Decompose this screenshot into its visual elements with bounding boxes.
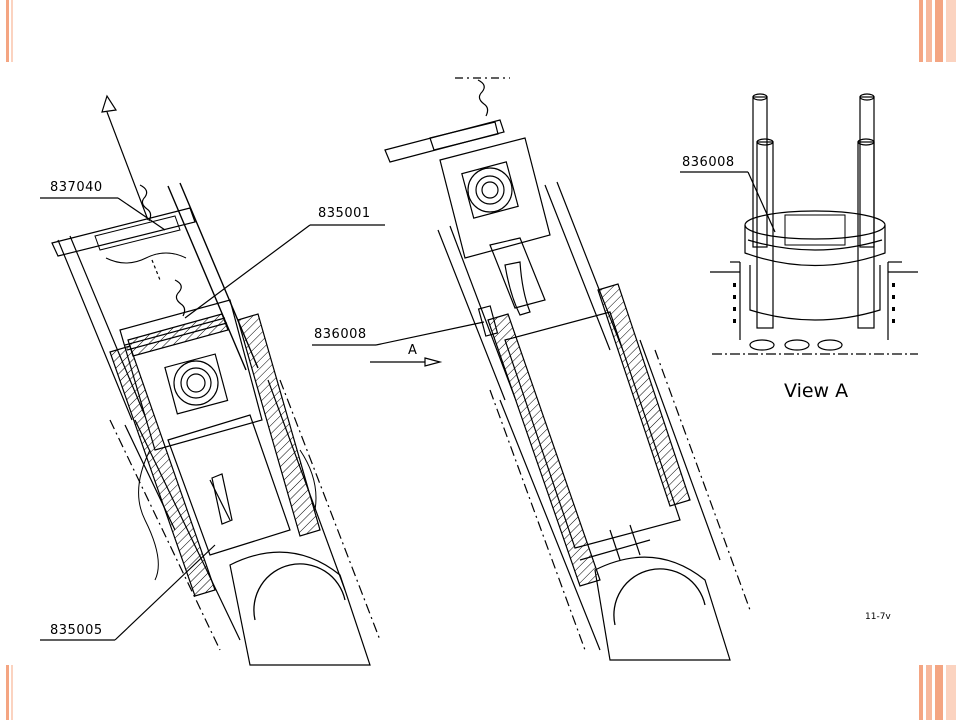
sheet-id: 11-7v xyxy=(865,612,891,622)
view-a-caption: View A xyxy=(784,380,849,402)
view-direction-label-a: A xyxy=(408,343,417,358)
part-label-835001: 835001 xyxy=(318,206,371,221)
accent-bars-bottom-right xyxy=(919,665,956,720)
part-label-836008-middle: 836008 xyxy=(314,327,367,342)
accent-bars-top-left xyxy=(6,0,13,62)
part-label-835005: 835005 xyxy=(50,623,103,638)
lift-arrow-line xyxy=(106,111,149,221)
part-label-837040: 837040 xyxy=(50,180,103,195)
accent-bars-bottom-left xyxy=(6,665,13,720)
part-label-836008-view-a: 836008 xyxy=(682,155,735,170)
accent-bars-top-right xyxy=(919,0,956,62)
lift-arrow-head xyxy=(101,94,118,113)
